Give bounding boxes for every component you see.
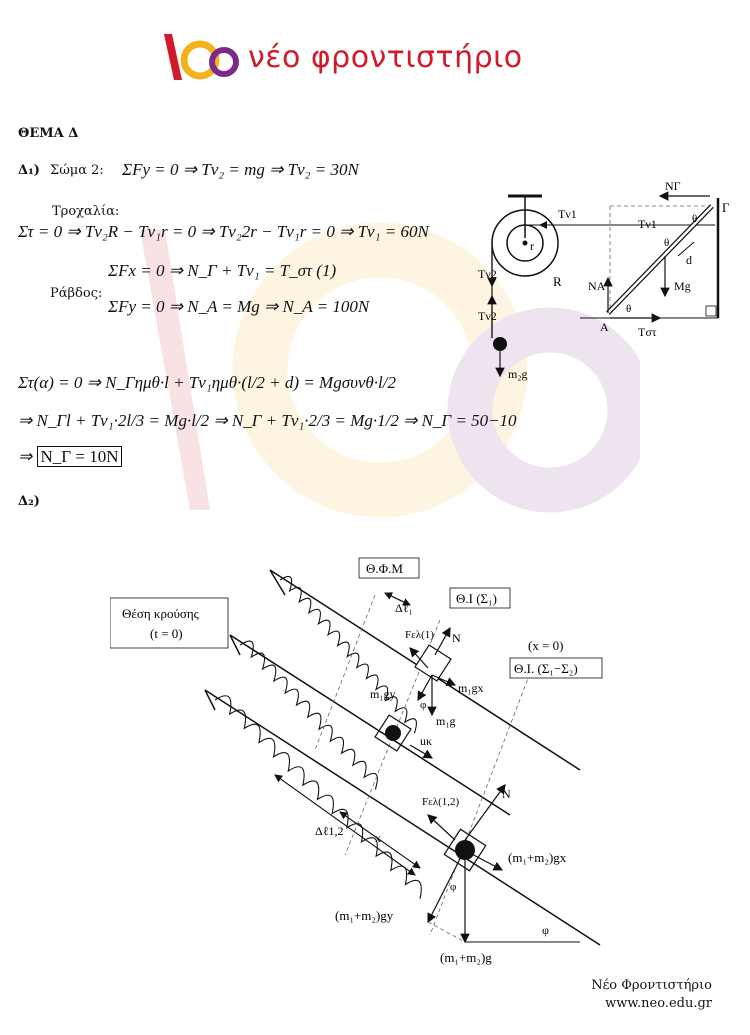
section-title: ΘΕΜΑ Δ <box>18 126 79 141</box>
torque-equation-3: ⇒ N_Γ = 10N <box>18 446 123 467</box>
svg-text:R: R <box>553 274 562 289</box>
svg-text:Tν2: Tν2 <box>478 309 497 323</box>
svg-text:x: x <box>375 831 381 845</box>
svg-text:φ: φ <box>420 699 426 711</box>
implies-arrow: ⇒ <box>18 447 33 466</box>
pulley-rod-figure: r R Tν1 Tν2 Tν2 m₂g Γ NΓ θ Tν1 θ Mg d NΑ… <box>478 179 730 381</box>
footer-name: Νέο Φροντιστήριο <box>591 978 712 993</box>
svg-text:Tστ: Tστ <box>638 325 657 339</box>
svg-text:Θ.Ι. (Σ₁−Σ₂): Θ.Ι. (Σ₁−Σ₂) <box>514 661 578 676</box>
svg-text:r: r <box>530 239 534 253</box>
incline-3 <box>204 689 601 946</box>
rod-label: Ράβδος: <box>50 286 103 301</box>
svg-text:θ: θ <box>692 213 697 225</box>
mass-2 <box>493 337 507 351</box>
rod-equation-1: ΣFx = 0 ⇒ N_Γ + Tν₁ = T_στ (1) <box>108 261 337 280</box>
svg-text:Fελ(1): Fελ(1) <box>405 629 434 641</box>
svg-text:(m₁+m₂)gy: (m₁+m₂)gy <box>335 908 394 923</box>
body2-label: Σώμα 2: <box>50 163 104 178</box>
logo-text: νέο φροντιστήριο <box>248 40 523 75</box>
result-box: N_Γ = 10N <box>36 446 123 467</box>
torque-equation-2: ⇒ N_Γl + Tν₁·2l/3 = Mg·l/2 ⇒ N_Γ + Tν₁·2… <box>18 411 517 430</box>
rod-equation-2: ΣFy = 0 ⇒ N_Α = Mg ⇒ N_Α = 100N <box>108 297 370 316</box>
svg-text:m₁gy: m₁gy <box>370 687 396 701</box>
footer-website[interactable]: www.neo.edu.gr <box>605 996 712 1011</box>
svg-text:Δℓ₁: Δℓ₁ <box>395 601 413 615</box>
footer: Νέο Φροντιστήριο www.neo.edu.gr <box>591 977 712 1013</box>
svg-text:(m₁+m₂)g: (m₁+m₂)g <box>440 950 492 965</box>
svg-text:NΑ: NΑ <box>588 279 606 293</box>
svg-text:NΓ: NΓ <box>665 179 681 193</box>
svg-text:Tν1: Tν1 <box>558 207 577 221</box>
body2-equation: ΣFy = 0 ⇒ Tν₂ = mg ⇒ Tν₂ = 30N <box>122 160 359 179</box>
pulley-equation: Στ = 0 ⇒ Tν₂R − Tν₁r = 0 ⇒ Tν₂2r − Tν₁r … <box>18 222 429 241</box>
svg-text:(m₁+m₂)gx: (m₁+m₂)gx <box>508 850 567 865</box>
spring-incline-figure: Θ.Φ.Μ Θ.Ι (Σ₁) Δℓ₁ Θέση κρούσης (t = 0) … <box>110 557 603 965</box>
svg-text:Θ.Φ.Μ: Θ.Φ.Μ <box>366 561 403 576</box>
neo-logo-icon <box>164 34 239 80</box>
d2-label: Δ₂) <box>18 494 40 509</box>
svg-text:Α: Α <box>600 320 609 334</box>
svg-text:Θ.Ι (Σ₁): Θ.Ι (Σ₁) <box>456 591 497 606</box>
svg-text:d: d <box>686 253 692 267</box>
svg-text:m₁gx: m₁gx <box>458 681 484 695</box>
svg-text:m₁g: m₁g <box>436 714 456 728</box>
svg-text:Mg: Mg <box>674 279 691 293</box>
svg-text:N: N <box>452 631 461 645</box>
pulley-label: Τροχαλία: <box>52 204 120 219</box>
svg-text:φ: φ <box>542 923 549 937</box>
svg-text:uκ: uκ <box>420 734 432 748</box>
svg-text:N: N <box>502 787 511 801</box>
svg-text:φ: φ <box>450 881 456 893</box>
svg-text:(x = 0): (x = 0) <box>528 638 564 653</box>
watermark-logo <box>140 222 640 518</box>
svg-text:Γ: Γ <box>722 200 730 215</box>
svg-text:θ: θ <box>664 237 669 249</box>
svg-text:(t = 0): (t = 0) <box>150 626 183 641</box>
d1-label: Δ₁) <box>18 163 40 178</box>
header-logo: νέο φροντιστήριο <box>160 30 523 85</box>
svg-text:Fελ(1,2): Fελ(1,2) <box>422 796 459 808</box>
svg-text:Δℓ1,2: Δℓ1,2 <box>315 824 343 838</box>
svg-text:Tν1: Tν1 <box>638 217 657 231</box>
torque-equation-1: Στ(α) = 0 ⇒ N_Γημθ·l + Tν₁ημθ·(l/2 + d) … <box>18 373 396 392</box>
svg-text:θ: θ <box>626 303 631 315</box>
incline-2 <box>229 634 511 816</box>
svg-text:Tν2: Tν2 <box>478 267 497 281</box>
svg-text:m₂g: m₂g <box>508 367 528 381</box>
svg-text:Θέση κρούσης: Θέση κρούσης <box>122 606 200 621</box>
